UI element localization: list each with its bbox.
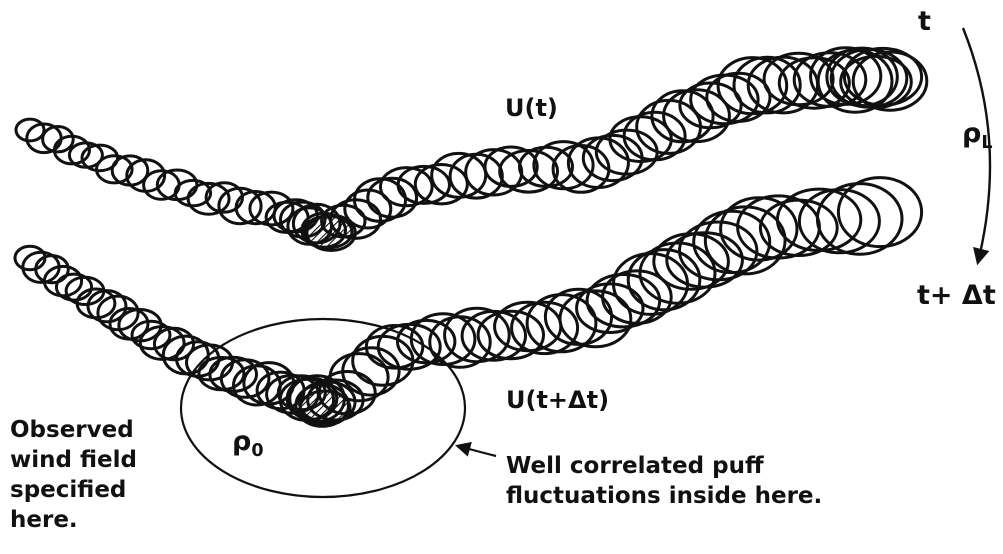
rho-L-subscript: L	[981, 133, 992, 153]
rho-0-subscript: 0	[251, 441, 263, 461]
puff-circle	[721, 198, 797, 260]
pointer-arrow	[458, 446, 496, 456]
rho-0-label: ρ0	[232, 428, 264, 461]
note-line: specified	[10, 475, 137, 505]
note-line: here.	[10, 505, 137, 535]
well-correlated-note: Well correlated puff fluctuations inside…	[506, 451, 822, 511]
note-line: Well correlated puff	[506, 451, 822, 481]
observed-wind-field-note: Observed wind field specified here.	[10, 415, 137, 535]
note-line: Observed	[10, 415, 137, 445]
puff-plume-bottom	[15, 178, 922, 427]
rho-0-symbol: ρ	[232, 426, 251, 457]
velocity-label-u-t-plus-dt: U(t+Δt)	[506, 388, 609, 412]
note-line: wind field	[10, 445, 137, 475]
source-puff-hatched	[304, 216, 352, 248]
source-puff-hatched	[300, 391, 350, 425]
time-label-t-plus-dt: t+ Δt	[917, 282, 996, 309]
puff-circle	[157, 170, 197, 200]
note-line: fluctuations inside here.	[506, 481, 822, 511]
puff-circle	[462, 311, 525, 360]
velocity-label-u-t: U(t)	[505, 96, 558, 120]
rho-L-symbol: ρ	[962, 118, 981, 149]
rho-L-label: ρL	[962, 120, 993, 153]
puff-circle	[368, 178, 417, 217]
puff-plume-top	[16, 48, 927, 251]
time-label-t: t	[918, 8, 931, 35]
